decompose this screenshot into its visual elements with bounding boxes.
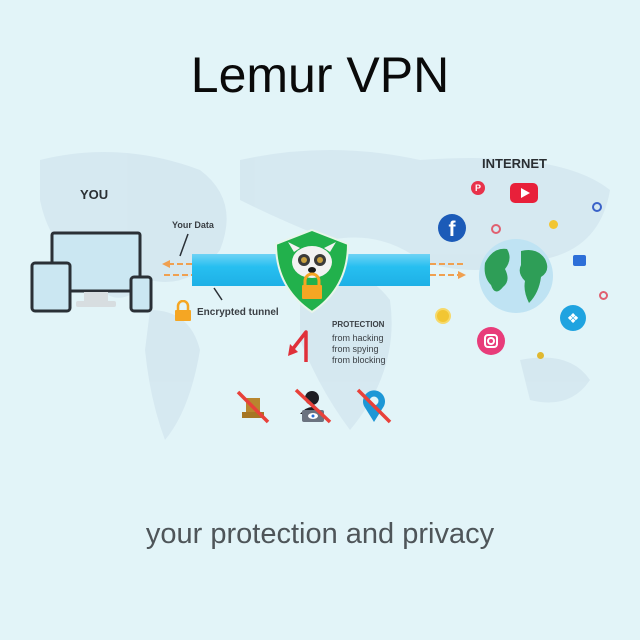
no-location-block-icon: [356, 388, 392, 424]
dot-icon: [491, 224, 501, 234]
like-icon: [573, 255, 586, 266]
data-flow-arrows-right: [430, 263, 466, 279]
you-label: YOU: [80, 187, 109, 202]
no-spy-icon: [294, 388, 332, 424]
pointer-line: [213, 287, 223, 301]
no-hacker-dog-icon: [236, 390, 270, 424]
pointer-line: [179, 233, 189, 257]
tagline: your protection and privacy: [145, 518, 495, 550]
pinterest-icon: P: [471, 181, 485, 195]
blocked-arrow-icon: [288, 330, 308, 362]
emoji-icon: [435, 308, 451, 324]
twitter-icon: ❖: [560, 305, 586, 331]
devices-icon: [30, 231, 153, 313]
protection-item: from blocking: [332, 355, 386, 365]
tunnel-label: Encrypted tunnel: [197, 307, 279, 318]
vpn-diagram: YOU Your Data Encrypted tunnel: [0, 140, 640, 470]
dot-icon: [592, 202, 602, 212]
protection-title: PROTECTION: [332, 320, 385, 329]
lock-icon: [175, 300, 191, 321]
your-data-label: Your Data: [172, 220, 214, 230]
page-title: Lemur VPN: [190, 47, 450, 103]
internet-label: INTERNET: [482, 156, 547, 171]
emoji-icon: [537, 352, 544, 359]
youtube-icon: [510, 183, 538, 203]
facebook-icon: f: [438, 214, 466, 242]
globe-icon: [479, 239, 553, 313]
protection-item: from spying: [332, 344, 379, 354]
protection-item: from hacking: [332, 333, 384, 343]
lemur-shield-icon: [274, 228, 350, 314]
instagram-icon: [477, 327, 505, 355]
dot-icon: [599, 291, 608, 300]
data-flow-arrows-left: [162, 260, 196, 276]
emoji-icon: [549, 220, 558, 229]
